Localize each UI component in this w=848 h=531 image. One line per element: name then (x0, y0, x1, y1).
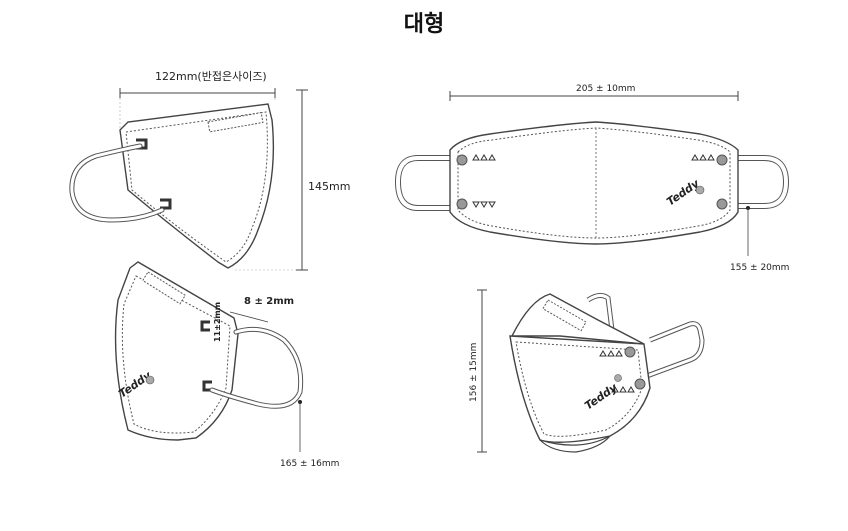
front-width-label: 205 ± 10mm (576, 84, 635, 94)
teddy-bear-icon (695, 185, 705, 195)
nose-wire (207, 112, 264, 133)
mask-3d-body (509, 335, 651, 443)
depth-label: 156 ± 15mm (469, 343, 479, 402)
mask-body-outline (119, 103, 275, 269)
band-label: 11±2mm (213, 302, 222, 342)
side-earloop-label: 165 ± 16mm (280, 459, 339, 469)
height-label: 145mm (308, 180, 350, 193)
mask-front-body (449, 121, 739, 245)
page-title: 대형 (403, 12, 445, 37)
loop-anchor-bottom (160, 198, 172, 210)
triangle-marks (472, 154, 715, 208)
rivet-top-right (716, 154, 728, 166)
front-earloop-label: 155 ± 20mm (730, 263, 789, 273)
nose-wire-opened (142, 271, 187, 305)
mask-3d-view: 156 ± 15mm Teddy (469, 289, 705, 453)
rivet-bottom-left (456, 198, 468, 210)
rivet-top-left (456, 154, 468, 166)
mask-front-view: 205 ± 10mm Teddy 155 ± 20mm (395, 84, 789, 273)
opened-mask-body (114, 261, 239, 441)
opened-mask-side-view: 8 ± 2mm 11±2mm Teddy 165 ± 16mm (114, 261, 339, 469)
folded-mask-side-view: 122mm(반접은사이즈) 145mm (69, 70, 350, 271)
folded-width-label: 122mm(반접은사이즈) (155, 70, 267, 83)
nose-gap-label: 8 ± 2mm (244, 296, 294, 307)
rivet-bottom-right (716, 198, 728, 210)
